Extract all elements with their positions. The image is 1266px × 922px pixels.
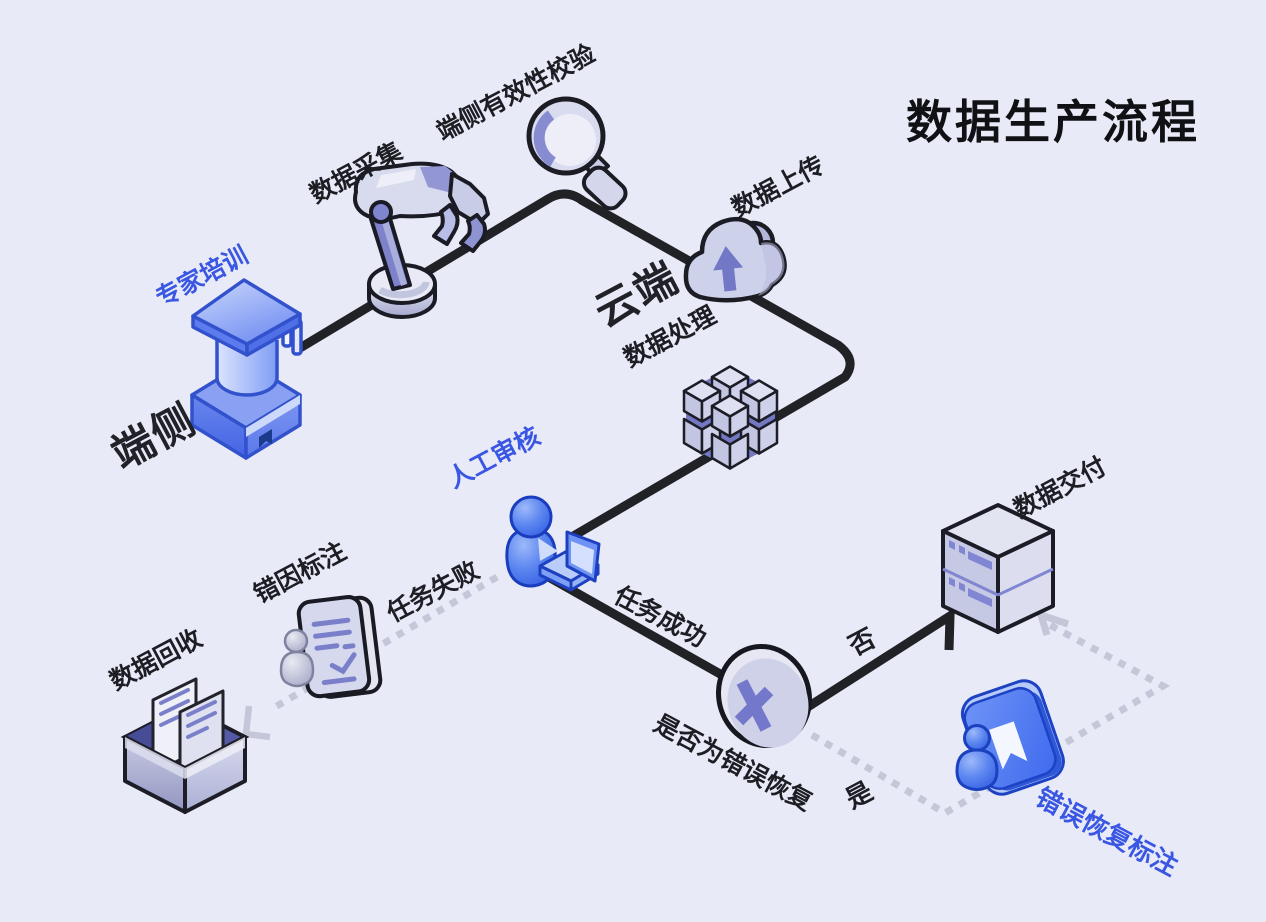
recycle-box-icon <box>120 677 250 814</box>
cloud-upload-icon <box>683 216 787 303</box>
page-title: 数据生产流程 <box>906 96 1200 148</box>
server-icon <box>941 503 1055 634</box>
book-person <box>955 724 999 791</box>
edge-decision-to-delivery <box>797 607 955 716</box>
cube-bottom-front <box>710 432 750 470</box>
graduation-cap-icon <box>190 278 303 460</box>
arrowhead-to-delivery <box>1035 609 1070 637</box>
doc-person <box>279 628 315 688</box>
reviewer-person-icon <box>505 495 601 592</box>
magnifier-icon <box>526 96 628 211</box>
recovery-book-icon <box>955 679 1065 796</box>
arrowhead-to-recycle <box>242 705 271 741</box>
decision-disk-icon <box>715 643 813 749</box>
cube-cluster-icon <box>682 365 779 470</box>
error-cause-doc-icon <box>279 595 383 699</box>
cube-top-front <box>710 394 750 438</box>
cube-top-right <box>739 379 779 423</box>
robot-arm-icon <box>353 161 490 319</box>
x-mark <box>734 679 774 732</box>
